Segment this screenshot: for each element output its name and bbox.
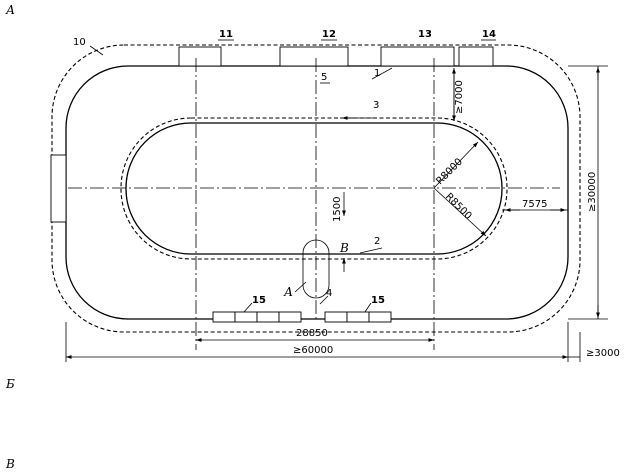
top-box-13 [380,46,455,67]
callout-15-right: 15 [371,295,385,306]
leader-15-right [364,302,372,313]
leader-a [294,281,307,293]
top-box-14 [458,46,494,67]
bottom-box-15-5 [324,311,348,323]
bottom-box-15-3 [256,311,280,323]
dim-7000-label: ≥7000 [454,80,465,114]
leader-4 [319,295,329,305]
dim-1500-label: 1500 [332,197,343,222]
leader-2 [359,247,383,254]
left-entrance-block [50,154,67,223]
inner-dashed-oval [120,117,508,260]
section-label-b: Б [5,377,15,391]
bottom-box-15-6 [346,311,370,323]
outer-track-edge [65,65,569,320]
point-label-v: В [339,241,349,255]
bottom-box-15-7 [368,311,392,323]
dim-28850-label: 28850 [296,328,328,339]
bottom-box-15-4 [278,311,302,323]
callout-13: 13 [418,29,432,40]
radius-8500-line [433,187,487,237]
bottom-box-15-1 [212,311,236,323]
small-oval-element [302,239,330,299]
leader-1 [371,67,393,80]
bottom-box-15-2 [234,311,258,323]
leader-10 [89,45,104,56]
section-label-v: В [5,457,15,471]
top-box-12 [279,46,349,67]
callout-10: 10 [73,37,86,48]
section-label-a: А [5,3,15,17]
radius-8000-label: R8000 [434,156,465,187]
callout-1: 1 [374,68,380,79]
radius-8500-label: R8500 [443,191,474,222]
callout-5: 5 [321,72,327,83]
callout-11: 11 [219,29,233,40]
dim-30000-label: ≥30000 [587,172,598,212]
callout-2: 2 [374,236,380,247]
callout-15-left: 15 [252,295,266,306]
callout-4: 4 [326,288,332,299]
leader-15-left [243,302,253,313]
dim-7575-label: 7575 [522,199,547,210]
ref-label-a: А [283,285,293,299]
callout-3: 3 [373,100,379,111]
radius-8000-line [433,141,479,189]
callout-14: 14 [482,29,496,40]
top-box-11 [178,46,222,67]
inner-track-edge [125,122,503,255]
dim-60000-label: ≥60000 [293,345,333,356]
dim-3000-label: ≥3000 [586,348,620,359]
callout-12: 12 [322,29,336,40]
